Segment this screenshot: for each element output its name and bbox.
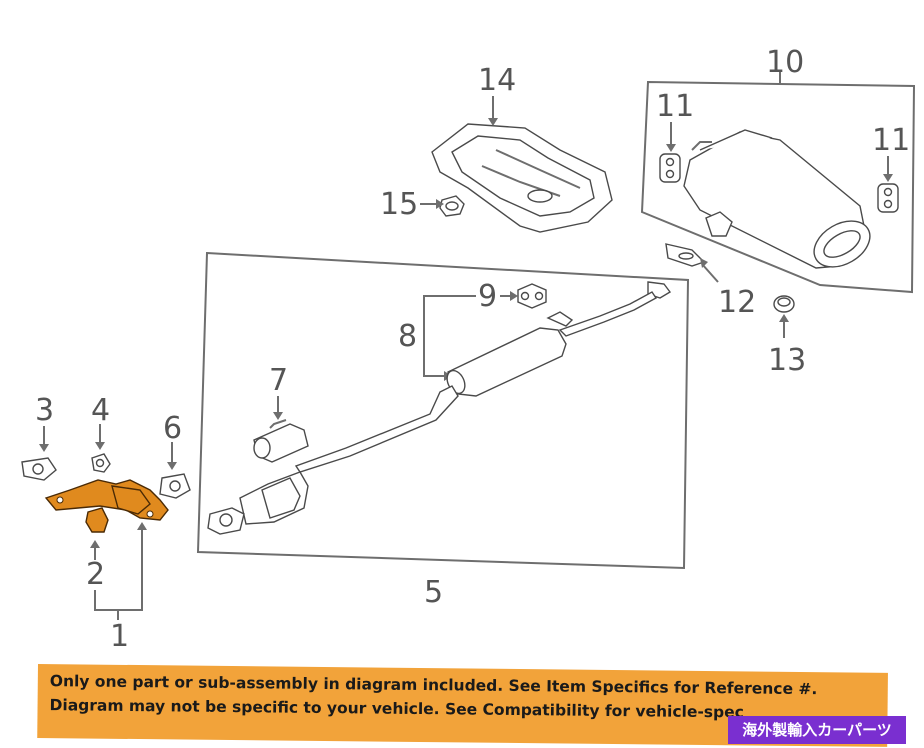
- exhaust-manifold-highlighted-part: [44, 479, 169, 521]
- gasket-part-3: [21, 457, 57, 481]
- callout-4: 4: [91, 393, 110, 428]
- callout-5: 5: [424, 575, 443, 610]
- muffler-assembly-box: [640, 80, 916, 294]
- heat-shield-part: [431, 123, 613, 233]
- plug-part: [773, 295, 795, 313]
- hanger-right-part: [877, 183, 899, 213]
- callout-8: 8: [398, 319, 417, 354]
- hanger-left-part: [659, 153, 681, 183]
- callout-2: 2: [86, 557, 105, 592]
- pipe-assembly-box: [196, 251, 690, 570]
- oxygen-sensor-highlighted-part: [85, 507, 109, 533]
- disclaimer-line-2: Diagram may not be specific to your vehi…: [49, 696, 744, 722]
- hanger-part-9: [517, 283, 547, 309]
- clip-part: [439, 195, 465, 217]
- callout-10: 10: [766, 45, 804, 80]
- disclaimer-line-1: Only one part or sub-assembly in diagram…: [49, 672, 818, 699]
- callout-12: 12: [718, 285, 756, 320]
- callout-3: 3: [35, 393, 54, 428]
- callout-1: 1: [110, 619, 129, 654]
- exhaust-pipe-part: [207, 281, 672, 535]
- gasket-part-6: [159, 473, 191, 499]
- callout-6: 6: [163, 411, 182, 446]
- callout-11-right: 11: [872, 123, 910, 158]
- callout-15: 15: [380, 187, 418, 222]
- muffler-part: [683, 129, 871, 269]
- callout-13: 13: [768, 343, 806, 378]
- nut-part: [91, 453, 111, 473]
- callout-11-left: 11: [656, 89, 694, 124]
- gasket-part-12: [665, 243, 706, 267]
- clamp-part: [253, 419, 309, 463]
- callout-14: 14: [478, 63, 516, 98]
- callout-9: 9: [478, 279, 497, 314]
- import-parts-badge: 海外製輸入カーパーツ: [728, 716, 906, 744]
- callout-7: 7: [269, 363, 288, 398]
